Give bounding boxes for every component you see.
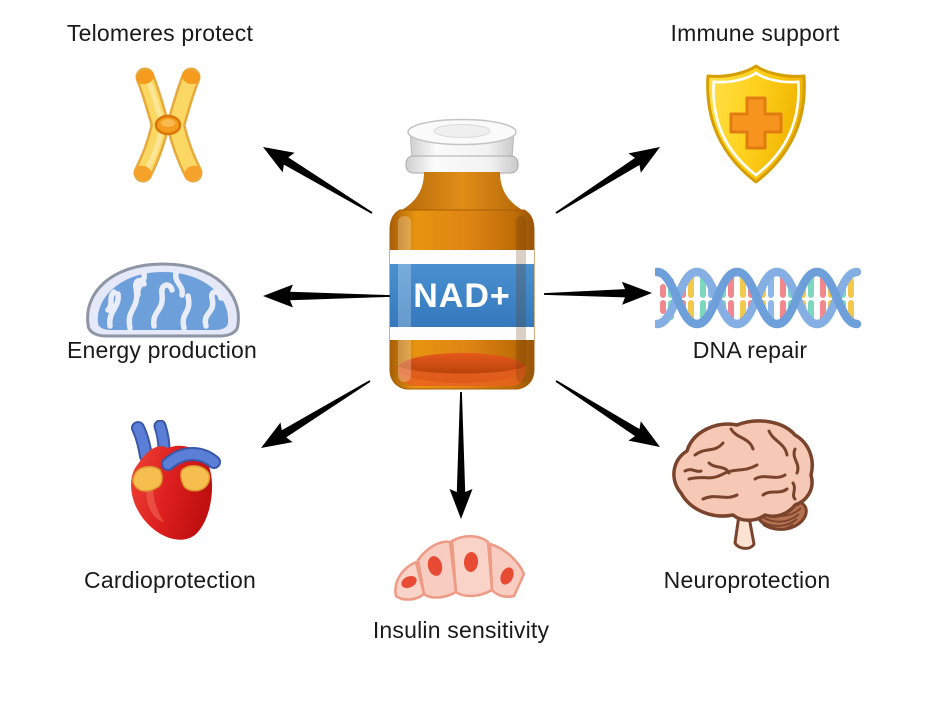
nad-bottle: NAD+ — [386, 118, 538, 394]
node-label-immune: Immune support — [670, 20, 840, 46]
node-label-insulin: Insulin sensitivity — [372, 617, 550, 643]
arrow — [555, 147, 660, 214]
arrow — [544, 281, 652, 305]
nad-bottle-label: NAD+ — [413, 277, 511, 315]
node-label-cardio: Cardioprotection — [84, 567, 256, 593]
arrow — [263, 147, 373, 214]
node-label-energy: Energy production — [66, 337, 258, 363]
chromosome-icon — [120, 62, 216, 188]
cells-icon — [388, 524, 534, 604]
dna-helix-icon — [655, 262, 863, 334]
arrow — [555, 380, 660, 447]
mitochondria-icon — [78, 258, 248, 340]
node-label-telomeres: Telomeres protect — [66, 20, 254, 46]
node-label-dna: DNA repair — [692, 337, 808, 363]
arrow — [261, 380, 371, 448]
heart-icon — [112, 420, 230, 550]
arrow — [263, 284, 390, 308]
arrow — [449, 392, 473, 519]
node-label-neuro: Neuroprotection — [663, 567, 831, 593]
brain-icon — [665, 415, 817, 555]
shield-cross-icon — [698, 62, 814, 188]
